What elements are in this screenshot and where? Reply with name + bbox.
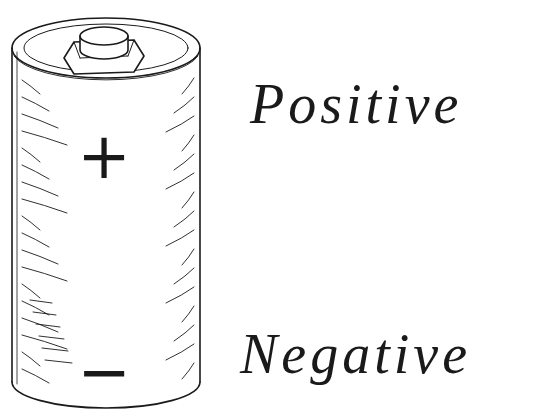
shading-stroke [30,300,52,303]
shading-stroke [22,335,67,349]
shading-stroke [36,324,60,327]
shading-stroke [22,301,49,315]
terminal-label: Positive [250,76,462,132]
shading-stroke [166,230,194,246]
terminal-label-text: Positive [250,76,462,132]
shading-stroke [174,97,194,113]
shading-stroke [22,114,58,128]
shading-stroke [166,287,194,303]
battery-side [17,52,18,384]
shading-stroke [42,348,68,351]
shading-stroke [166,116,194,132]
shading-stroke [22,284,40,298]
terminal-label-text: Negative [240,326,471,382]
shading-stroke [166,173,194,189]
shading-strokes [22,78,194,383]
shading-stroke [182,78,194,94]
terminal-label: Negative [240,326,471,382]
shading-stroke [22,250,58,264]
shading-stroke [22,148,40,162]
shading-stroke [182,249,194,265]
shading-stroke [39,336,64,339]
shading-stroke [174,211,194,227]
shading-stroke [22,369,49,383]
battery-side [199,48,201,382]
shading-stroke [22,216,40,230]
polarity-sign: + [77,124,131,188]
battery-top [12,18,200,78]
shading-stroke [174,154,194,170]
shading-stroke [182,192,194,208]
shading-stroke [182,363,194,379]
shading-stroke [174,268,194,284]
shading-stroke [22,97,49,111]
shading-stroke [22,80,40,94]
terminal-cap-top [80,27,128,45]
shading-stroke [33,312,56,315]
polarity-sign-text: + [77,124,131,188]
shading-stroke [22,233,49,247]
shading-stroke [182,306,194,322]
shading-stroke [22,165,49,179]
shading-stroke [22,131,67,145]
shading-stroke [182,135,194,151]
shading-stroke [45,360,72,363]
shading-stroke [22,267,67,281]
shading-stroke [22,182,58,196]
battery-side [11,48,13,382]
polarity-sign-text: − [77,340,131,404]
shading-stroke [22,318,58,332]
shading-stroke [166,344,194,360]
shading-stroke [22,199,67,213]
shading-stroke [174,325,194,341]
shading-stroke [22,352,40,366]
polarity-sign: − [77,340,131,404]
